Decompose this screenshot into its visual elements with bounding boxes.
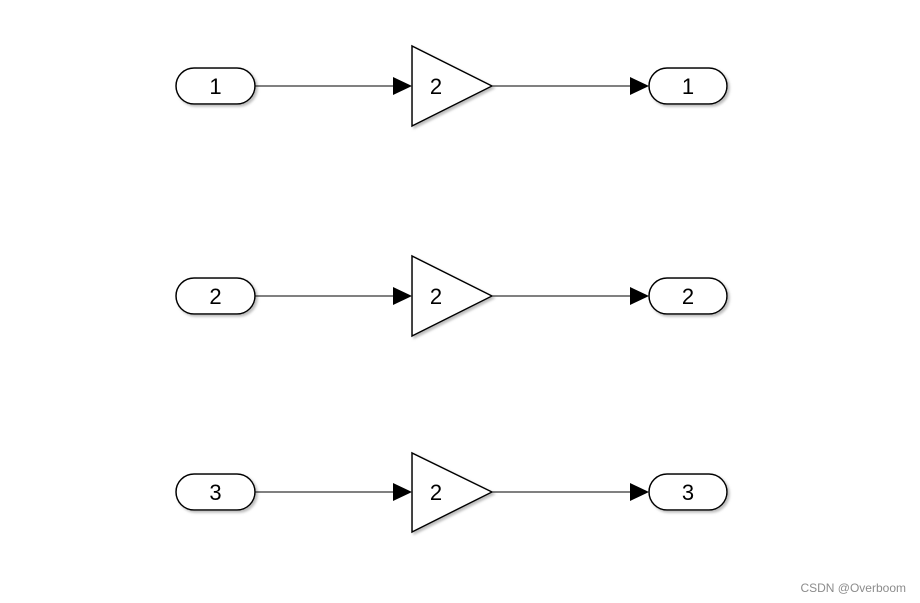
gain-label-1: 2 xyxy=(430,74,442,99)
arrowhead-out-1 xyxy=(630,77,649,95)
outport-block-2[interactable]: 2 xyxy=(648,277,728,315)
outport-label-1: 1 xyxy=(682,74,694,99)
inport-block-1[interactable]: 1 xyxy=(175,67,256,105)
signal-row-2: 2 2 2 xyxy=(175,254,728,338)
outport-block-3[interactable]: 3 xyxy=(648,473,728,511)
gain-block-3[interactable]: 2 xyxy=(411,451,494,534)
gain-block-1[interactable]: 2 xyxy=(411,44,494,128)
inport-label-1: 1 xyxy=(209,74,221,99)
outport-block-1[interactable]: 1 xyxy=(648,67,728,105)
gain-block-2[interactable]: 2 xyxy=(411,254,494,338)
outport-label-2: 2 xyxy=(682,284,694,309)
inport-block-3[interactable]: 3 xyxy=(175,473,256,511)
gain-label-3: 2 xyxy=(430,480,442,505)
outport-label-3: 3 xyxy=(682,480,694,505)
inport-label-3: 3 xyxy=(209,480,221,505)
inport-label-2: 2 xyxy=(209,284,221,309)
inport-block-2[interactable]: 2 xyxy=(175,277,256,315)
signal-row-3: 3 2 3 xyxy=(175,451,728,534)
arrowhead-out-2 xyxy=(630,287,649,305)
arrowhead-in-3 xyxy=(393,483,412,501)
arrowhead-out-3 xyxy=(630,483,649,501)
gain-label-2: 2 xyxy=(430,284,442,309)
signal-row-1: 1 2 1 xyxy=(175,44,728,128)
watermark-text: CSDN @Overboom xyxy=(800,581,906,595)
arrowhead-in-1 xyxy=(393,77,412,95)
arrowhead-in-2 xyxy=(393,287,412,305)
